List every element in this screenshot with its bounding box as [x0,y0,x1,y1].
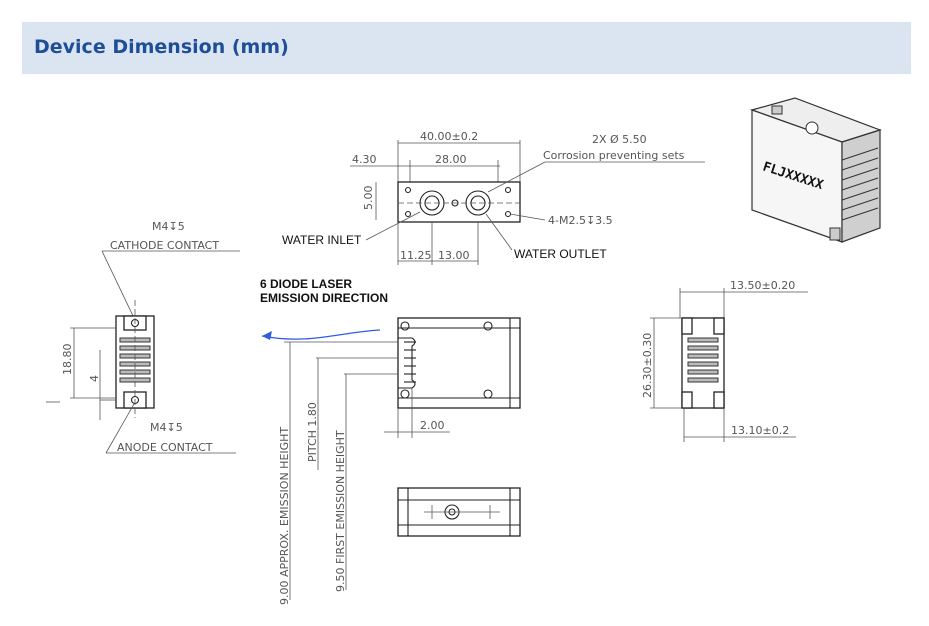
iso-view: FLJXXXXX [750,97,882,243]
dim-front-inner: 4 [88,375,101,382]
front-view: M4↧5 CATHODE CONTACT 18.80 4 M4↧5 ANODE … [46,220,240,454]
side-view: 6 DIODE LASER EMISSION DIRECTION 9.00 AP… [260,277,521,605]
dim-first-emission: 9.50 FIRST EMISSION HEIGHT [334,430,347,592]
dim-offset-left: 4.30 [352,153,377,166]
dim-right-height: 26.30±0.30 [641,333,654,398]
water-outlet-label: WATER OUTLET [514,247,607,261]
dim-height-small: 5.00 [362,186,375,211]
section-header: Device Dimension (mm) [22,22,911,74]
water-inlet-label: WATER INLET [282,233,362,247]
top-view: 40.00±0.2 4.30 28.00 5.00 11.25 13.00 2X… [282,130,705,265]
dim-width-total: 40.00±0.2 [420,130,478,143]
bottom-thread-note: M4↧5 [150,421,183,434]
thread-note: 4-M2.5↧3.5 [548,214,613,227]
bottom-view [397,487,521,537]
dim-approx-emission: 9.00 APPROX. EMISSION HEIGHT [278,427,291,605]
dim-pitch: PITCH 1.80 [306,402,319,462]
anode-contact-label: ANODE CONTACT [117,441,213,454]
cathode-contact-label: CATHODE CONTACT [110,239,219,252]
dim-offset: 2.00 [420,419,445,432]
page-title: Device Dimension (mm) [34,36,289,58]
holes-note: 2X Ø 5.50 [592,133,647,146]
emission-title-1: 6 DIODE LASER [260,277,352,291]
dim-bottom-b: 13.00 [438,249,470,262]
dim-bottom-a: 11.25 [400,249,432,262]
dim-front-height: 18.80 [61,344,74,376]
holes-note-2: Corrosion preventing sets [543,149,685,162]
dim-right-width-top: 13.50±0.20 [730,279,795,292]
dim-right-width-bottom: 13.10±0.2 [731,424,789,437]
dim-hole-spacing: 28.00 [435,153,467,166]
emission-title-2: EMISSION DIRECTION [260,291,388,305]
right-view: 13.50±0.20 26.30±0.30 13.10±0.2 [641,279,808,442]
top-thread-note: M4↧5 [152,220,185,233]
